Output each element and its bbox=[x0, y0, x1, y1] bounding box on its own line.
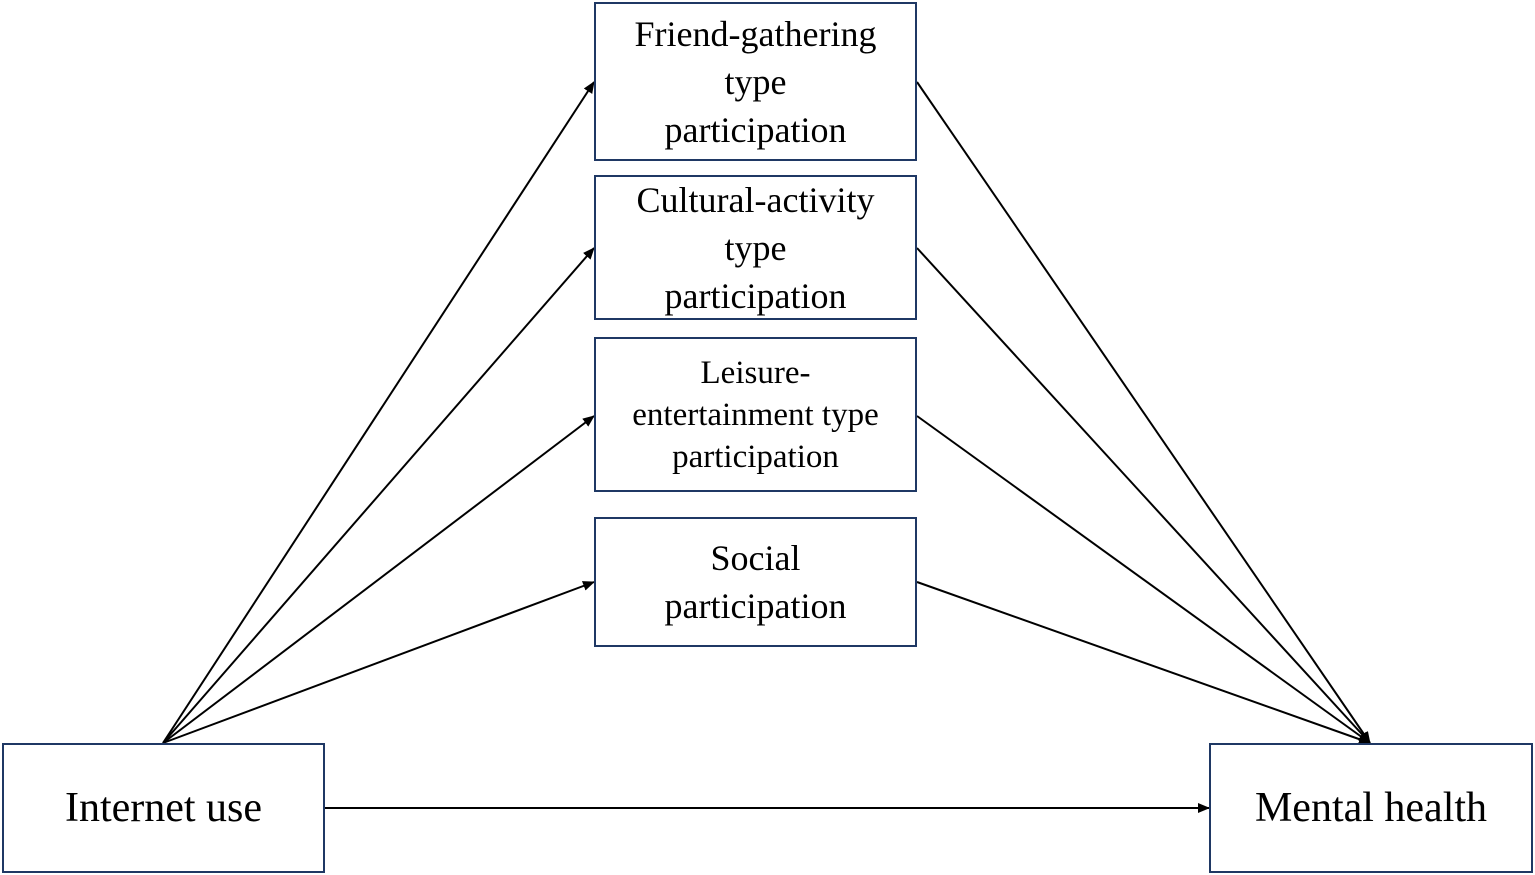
friend-gathering-line-3: participation bbox=[664, 109, 847, 150]
arrow-internet-to-cultural bbox=[162, 247, 595, 744]
leisure-entertainment-line-2: entertainment type bbox=[632, 396, 879, 433]
arrow-friend-to-mental bbox=[916, 81, 1371, 744]
friend-gathering-line-2: type bbox=[724, 61, 787, 102]
mental-health-node: Mental health bbox=[1209, 743, 1533, 873]
internet-use-label: Internet use bbox=[64, 785, 263, 831]
cultural-activity-line-2: type bbox=[724, 227, 787, 268]
internet-use-node: Internet use bbox=[2, 743, 325, 873]
arrow-internet-to-leisure bbox=[162, 415, 595, 744]
leisure-entertainment-node: Leisure- entertainment type participatio… bbox=[594, 337, 917, 492]
cultural-activity-line-3: participation bbox=[664, 275, 847, 316]
arrow-cultural-to-mental bbox=[916, 247, 1371, 744]
mental-health-label: Mental health bbox=[1254, 785, 1488, 831]
friend-gathering-line-1: Friend-gathering bbox=[634, 13, 877, 54]
cultural-activity-line-1: Cultural-activity bbox=[636, 179, 875, 220]
cultural-activity-node: Cultural-activity type participation bbox=[594, 175, 917, 320]
social-participation-line-1: Social bbox=[710, 538, 801, 578]
arrow-leisure-to-mental bbox=[916, 415, 1371, 744]
social-participation-line-2: participation bbox=[664, 586, 847, 626]
friend-gathering-node: Friend-gathering type participation bbox=[594, 2, 917, 161]
arrow-internet-to-social bbox=[162, 581, 595, 744]
arrow-internet-to-friend bbox=[162, 81, 595, 744]
arrow-social-to-mental bbox=[916, 581, 1371, 745]
leisure-entertainment-line-3: participation bbox=[672, 438, 839, 475]
social-participation-node: Social participation bbox=[594, 517, 917, 647]
leisure-entertainment-line-1: Leisure- bbox=[700, 354, 811, 391]
